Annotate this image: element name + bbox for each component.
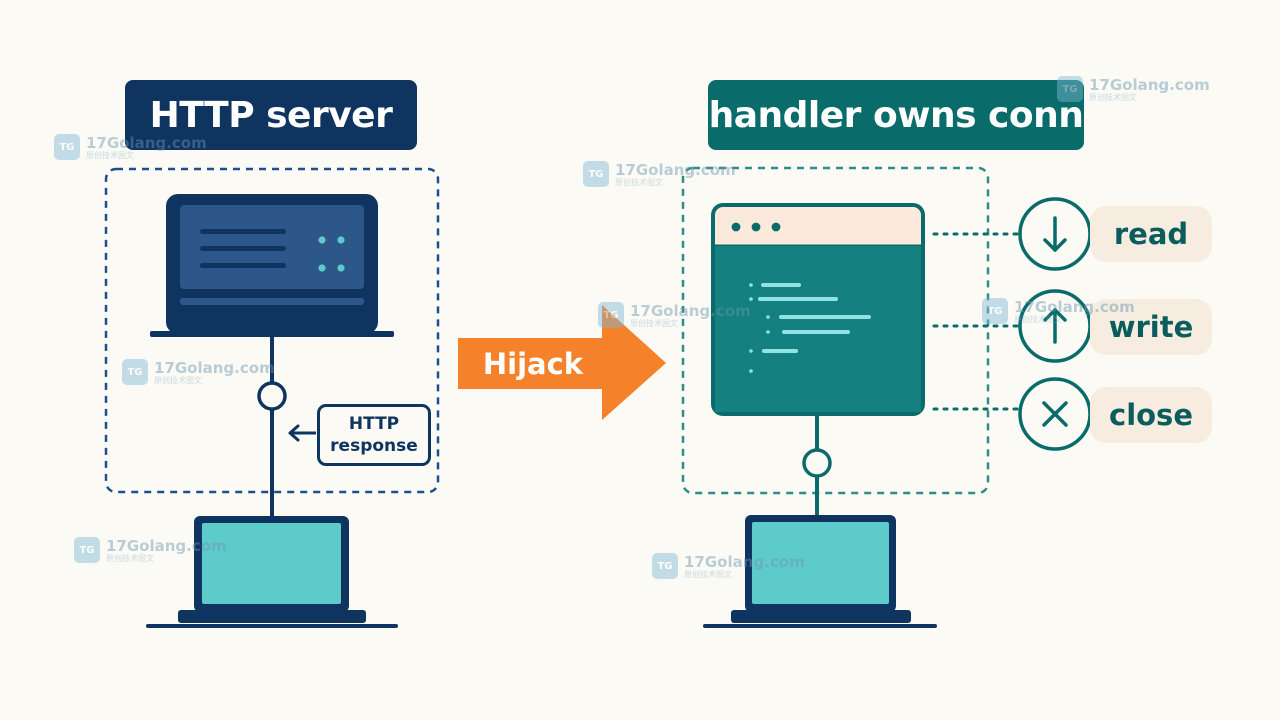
http-response-callout: HTTP response (317, 404, 431, 466)
watermark-subtext: 原创技术图文 (106, 553, 154, 563)
watermark: TG 17Golang.com 原创技术图文 (122, 359, 275, 385)
watermark-subtext: 原创技术图文 (1014, 314, 1062, 324)
watermark: TG 17Golang.com 原创技术图文 (598, 302, 751, 328)
watermark: TG 17Golang.com 原创技术图文 (1057, 76, 1210, 102)
watermark-logo-icon: TG (598, 302, 624, 328)
watermark: TG 17Golang.com 原创技术图文 (583, 161, 736, 187)
watermark: TG 17Golang.com 原创技术图文 (54, 134, 207, 160)
read-operation-label: read (1090, 206, 1212, 262)
write-operation-label: write (1090, 299, 1212, 355)
watermark-text: 17Golang.com (154, 358, 275, 377)
watermark-text: 17Golang.com (1089, 75, 1210, 94)
handler-connection-node (802, 448, 832, 478)
watermark: TG 17Golang.com 原创技术图文 (74, 537, 227, 563)
response-arrow-icon (288, 424, 316, 442)
arrow-up-icon (1018, 289, 1092, 363)
watermark-logo-icon: TG (74, 537, 100, 563)
watermark-logo-icon: TG (982, 298, 1008, 324)
watermark-logo-icon: TG (122, 359, 148, 385)
watermark-subtext: 原创技术图文 (154, 375, 202, 385)
server-monitor-icon (150, 194, 394, 337)
watermark-logo-icon: TG (54, 134, 80, 160)
watermark-logo-icon: TG (583, 161, 609, 187)
code-window-icon (711, 203, 925, 416)
hijack-label: Hijack (482, 347, 584, 381)
handler-title: handler owns conn (708, 80, 1084, 150)
watermark: TG 17Golang.com 原创技术图文 (652, 553, 805, 579)
arrow-down-icon (1018, 197, 1092, 271)
watermark-subtext: 原创技术图文 (684, 569, 732, 579)
watermark: TG 17Golang.com 原创技术图文 (982, 298, 1135, 324)
watermark-text: 17Golang.com (630, 301, 751, 320)
client-laptop-icon (146, 516, 398, 628)
client-laptop-right-icon (703, 515, 937, 628)
server-title: HTTP server (125, 80, 417, 150)
watermark-text: 17Golang.com (1014, 297, 1135, 316)
watermark-logo-icon: TG (652, 553, 678, 579)
watermark-text: 17Golang.com (106, 536, 227, 555)
watermark-subtext: 原创技术图文 (86, 150, 134, 160)
watermark-subtext: 原创技术图文 (630, 318, 678, 328)
watermark-text: 17Golang.com (684, 552, 805, 571)
watermark-logo-icon: TG (1057, 76, 1083, 102)
server-boundary (104, 167, 440, 494)
watermark-subtext: 原创技术图文 (1089, 92, 1137, 102)
watermark-text: 17Golang.com (615, 160, 736, 179)
hijack-arrow-shape (458, 305, 666, 420)
x-icon (1018, 377, 1092, 451)
callout-line-1: HTTP (348, 414, 400, 434)
server-connection-node (257, 381, 287, 411)
watermark-text: 17Golang.com (86, 133, 207, 152)
close-operation-label: close (1090, 387, 1212, 443)
watermark-subtext: 原创技术图文 (615, 177, 663, 187)
callout-line-2: response (330, 436, 418, 456)
